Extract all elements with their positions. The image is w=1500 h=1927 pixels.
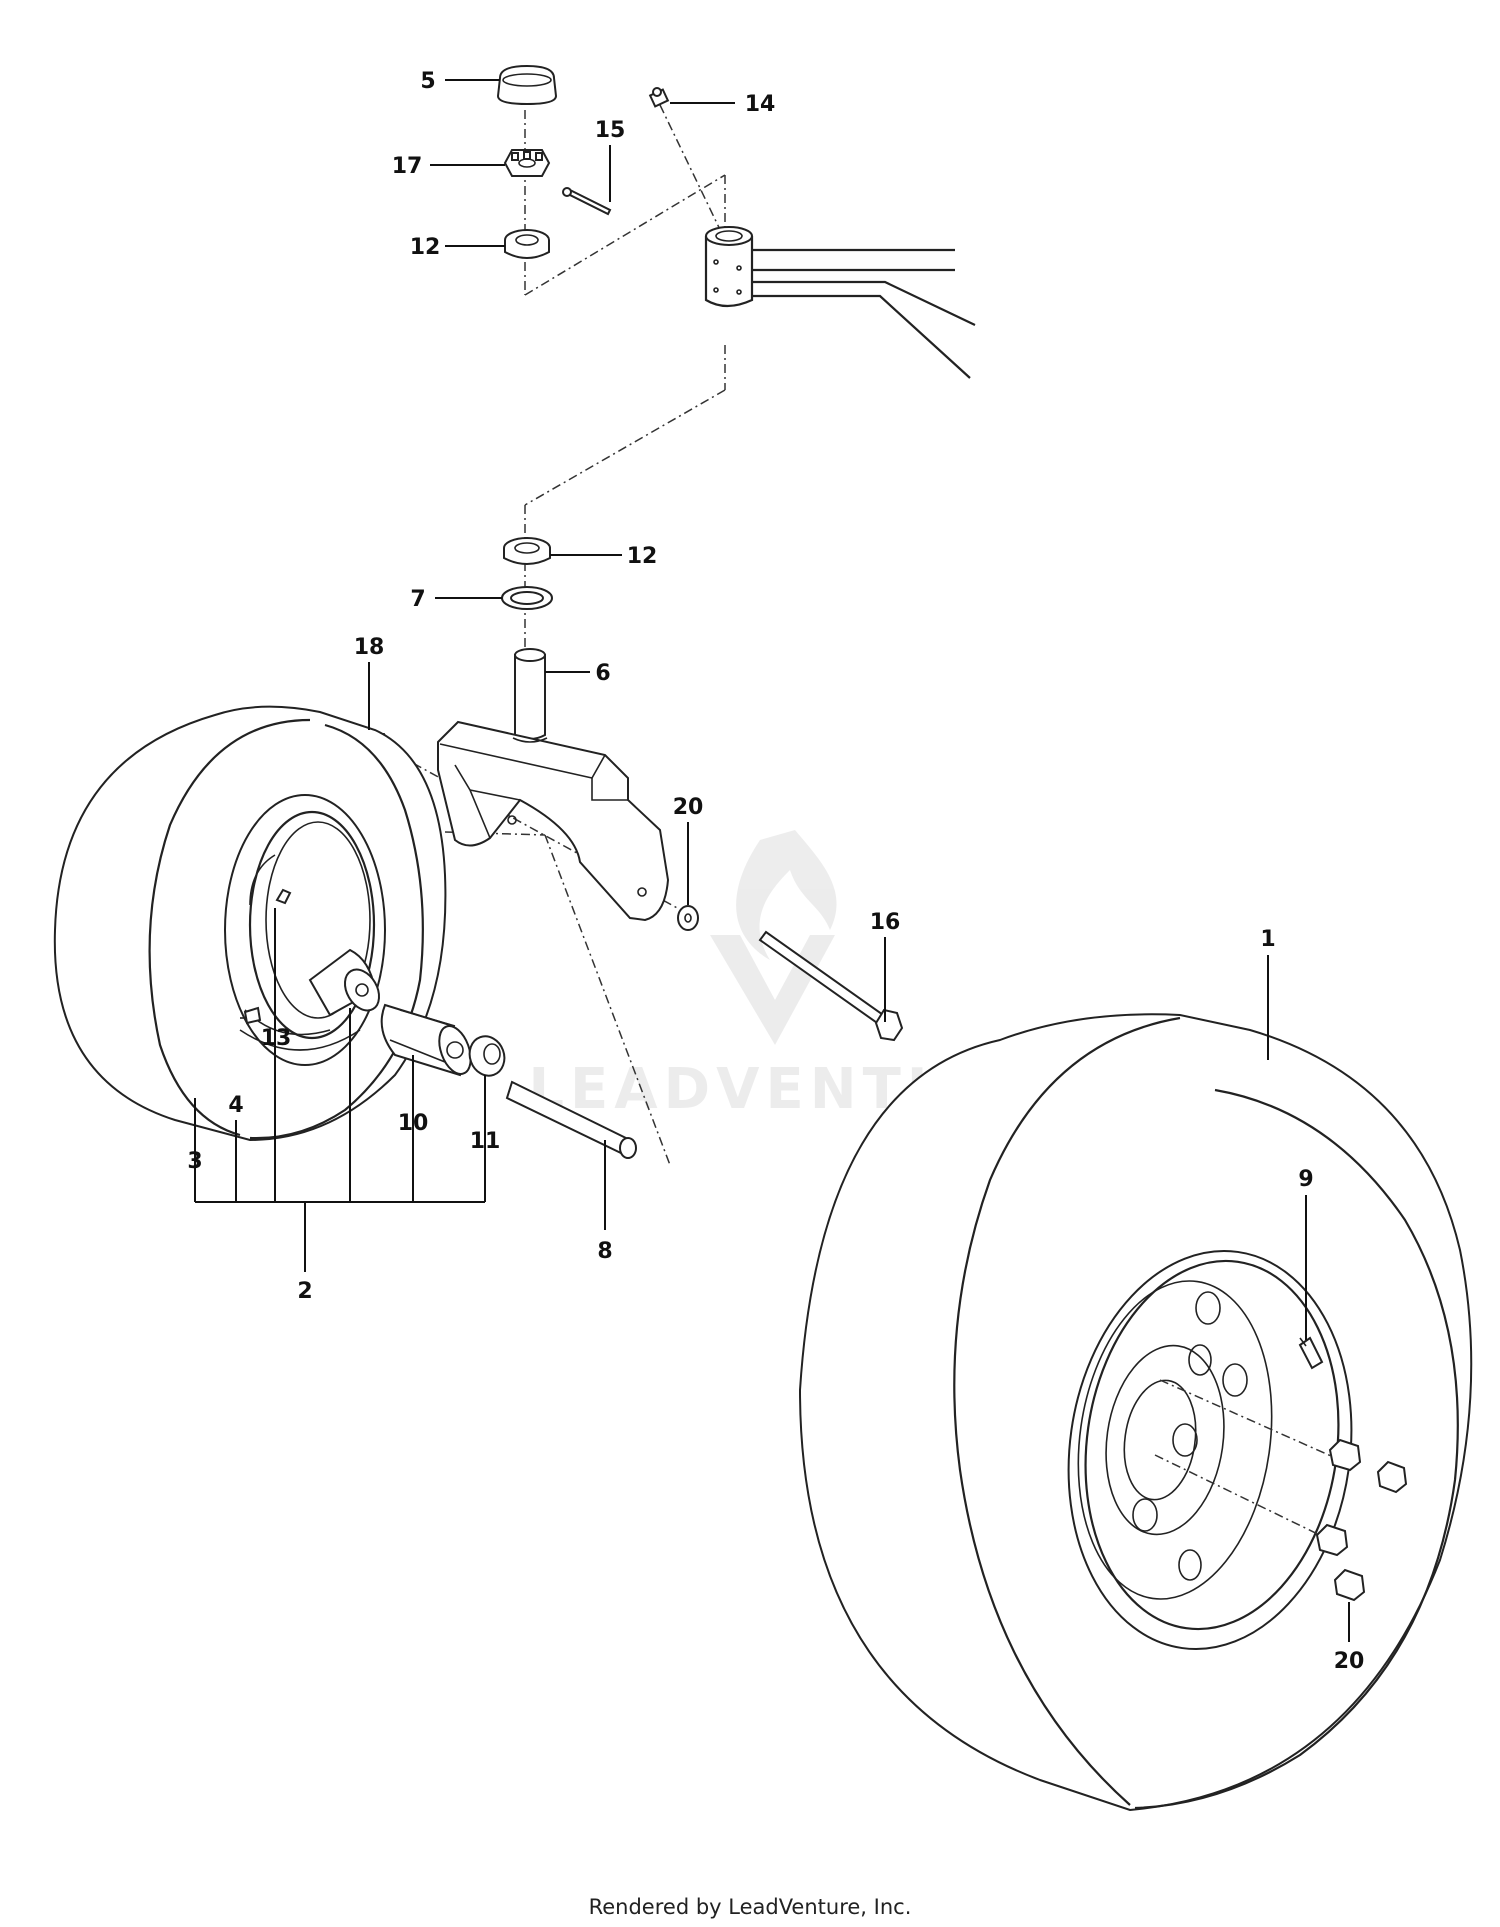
part-11-seal — [468, 1035, 506, 1077]
assembly-axis-lines — [379, 104, 726, 1166]
callout-7: 7 — [410, 587, 425, 612]
footer-credit: Rendered by LeadVenture, Inc. — [588, 1895, 912, 1919]
callout-9: 9 — [1298, 1167, 1313, 1192]
callout-1: 1 — [1260, 927, 1275, 952]
callout-16: 16 — [870, 910, 901, 935]
callout-5: 5 — [420, 69, 435, 94]
callouts: 1 2 3 4 5 6 7 8 9 10 11 12 12 13 14 15 1… — [187, 69, 1364, 1674]
callout-12-top: 12 — [410, 235, 441, 260]
part-12-bearing-top — [504, 229, 550, 259]
callout-11: 11 — [470, 1129, 501, 1154]
callout-3: 3 — [187, 1149, 202, 1174]
callout-6: 6 — [595, 661, 610, 686]
part-9-valve-stem — [1298, 1336, 1324, 1370]
part-14-grease-fitting — [648, 87, 670, 108]
callout-12-bottom: 12 — [627, 544, 658, 569]
callout-17: 17 — [392, 154, 423, 179]
callout-13: 13 — [261, 1026, 292, 1051]
part-hub-left — [308, 948, 381, 1017]
callout-4: 4 — [228, 1093, 243, 1118]
callout-18: 18 — [354, 635, 385, 660]
assembly-2-bracket — [194, 908, 486, 1272]
callout-20-lower: 20 — [1334, 1649, 1365, 1674]
callout-8: 8 — [597, 1239, 612, 1264]
leader-lines — [368, 79, 1350, 1642]
part-4-rim-left — [224, 794, 386, 1066]
part-6-caster-fork — [437, 648, 670, 922]
callout-2: 2 — [297, 1279, 312, 1304]
part-8-spacer-tube — [505, 1080, 637, 1159]
part-15-cotter-pin — [562, 187, 612, 216]
part-20-washer-upper — [677, 905, 699, 931]
part-12-bearing-bottom — [503, 537, 551, 565]
part-7-seal — [501, 586, 553, 610]
callout-20-upper: 20 — [673, 795, 704, 820]
v-logo-icon — [710, 935, 835, 1045]
part-20-lug-nuts — [1154, 1379, 1408, 1602]
callout-14: 14 — [745, 92, 776, 117]
frame-pivot-housing — [704, 226, 976, 379]
part-13-grease-fittings — [240, 888, 292, 1025]
callout-15: 15 — [595, 118, 626, 143]
part-5-dust-cap — [496, 64, 558, 106]
part-10-bushing — [380, 1003, 472, 1077]
part-17-castle-nut — [503, 149, 551, 177]
callout-10: 10 — [398, 1111, 429, 1136]
flame-logo-icon — [736, 830, 837, 960]
part-1-wheel-right — [798, 1013, 1473, 1812]
